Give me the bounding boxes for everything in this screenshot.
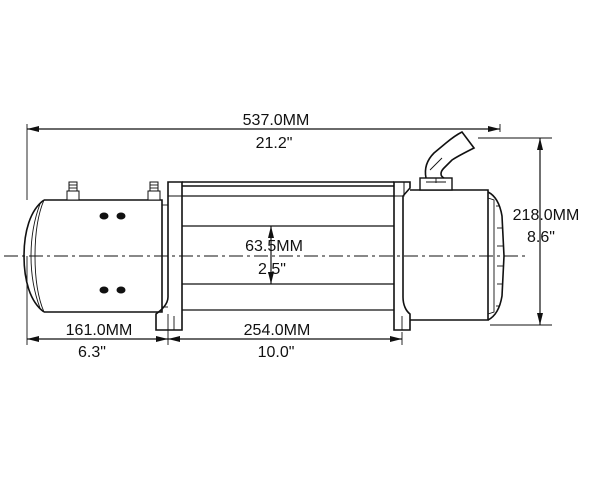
mount-spacing-mm-label: 254.0MM (244, 322, 311, 339)
motor-bolt-icon (116, 286, 126, 294)
height-mm-label: 218.0MM (513, 207, 580, 224)
motor-bolt-icon (99, 286, 109, 294)
mount-spacing-in-label: 10.0" (258, 344, 295, 361)
motor-length-mm-label: 161.0MM (66, 322, 133, 339)
cable-drum (182, 181, 394, 311)
drum-diameter-in-label: 2.5" (258, 261, 286, 278)
drum-diameter-dimension: 63.5MM 2.5" (245, 226, 303, 284)
motor-bolt-icon (99, 212, 109, 220)
overall-length-dimension: 537.0MM 21.2" (26, 112, 501, 200)
drum-diameter-mm-label: 63.5MM (245, 238, 303, 255)
gearbox-housing (410, 189, 505, 321)
terminal-post-left (66, 181, 80, 201)
terminal-post-right (147, 181, 161, 201)
bottom-dimensions: 161.0MM 6.3" 254.0MM 10.0" (26, 256, 403, 361)
motor-length-in-label: 6.3" (78, 344, 106, 361)
clutch-lever (419, 130, 476, 191)
height-in-label: 8.6" (527, 229, 555, 246)
overall-length-mm-label: 537.0MM (243, 112, 310, 129)
overall-length-in-label: 21.2" (256, 135, 293, 152)
motor-bolt-icon (116, 212, 126, 220)
motor-body (23, 199, 168, 313)
right-end-bracket (393, 181, 411, 331)
height-dimension: 218.0MM 8.6" (478, 137, 580, 326)
